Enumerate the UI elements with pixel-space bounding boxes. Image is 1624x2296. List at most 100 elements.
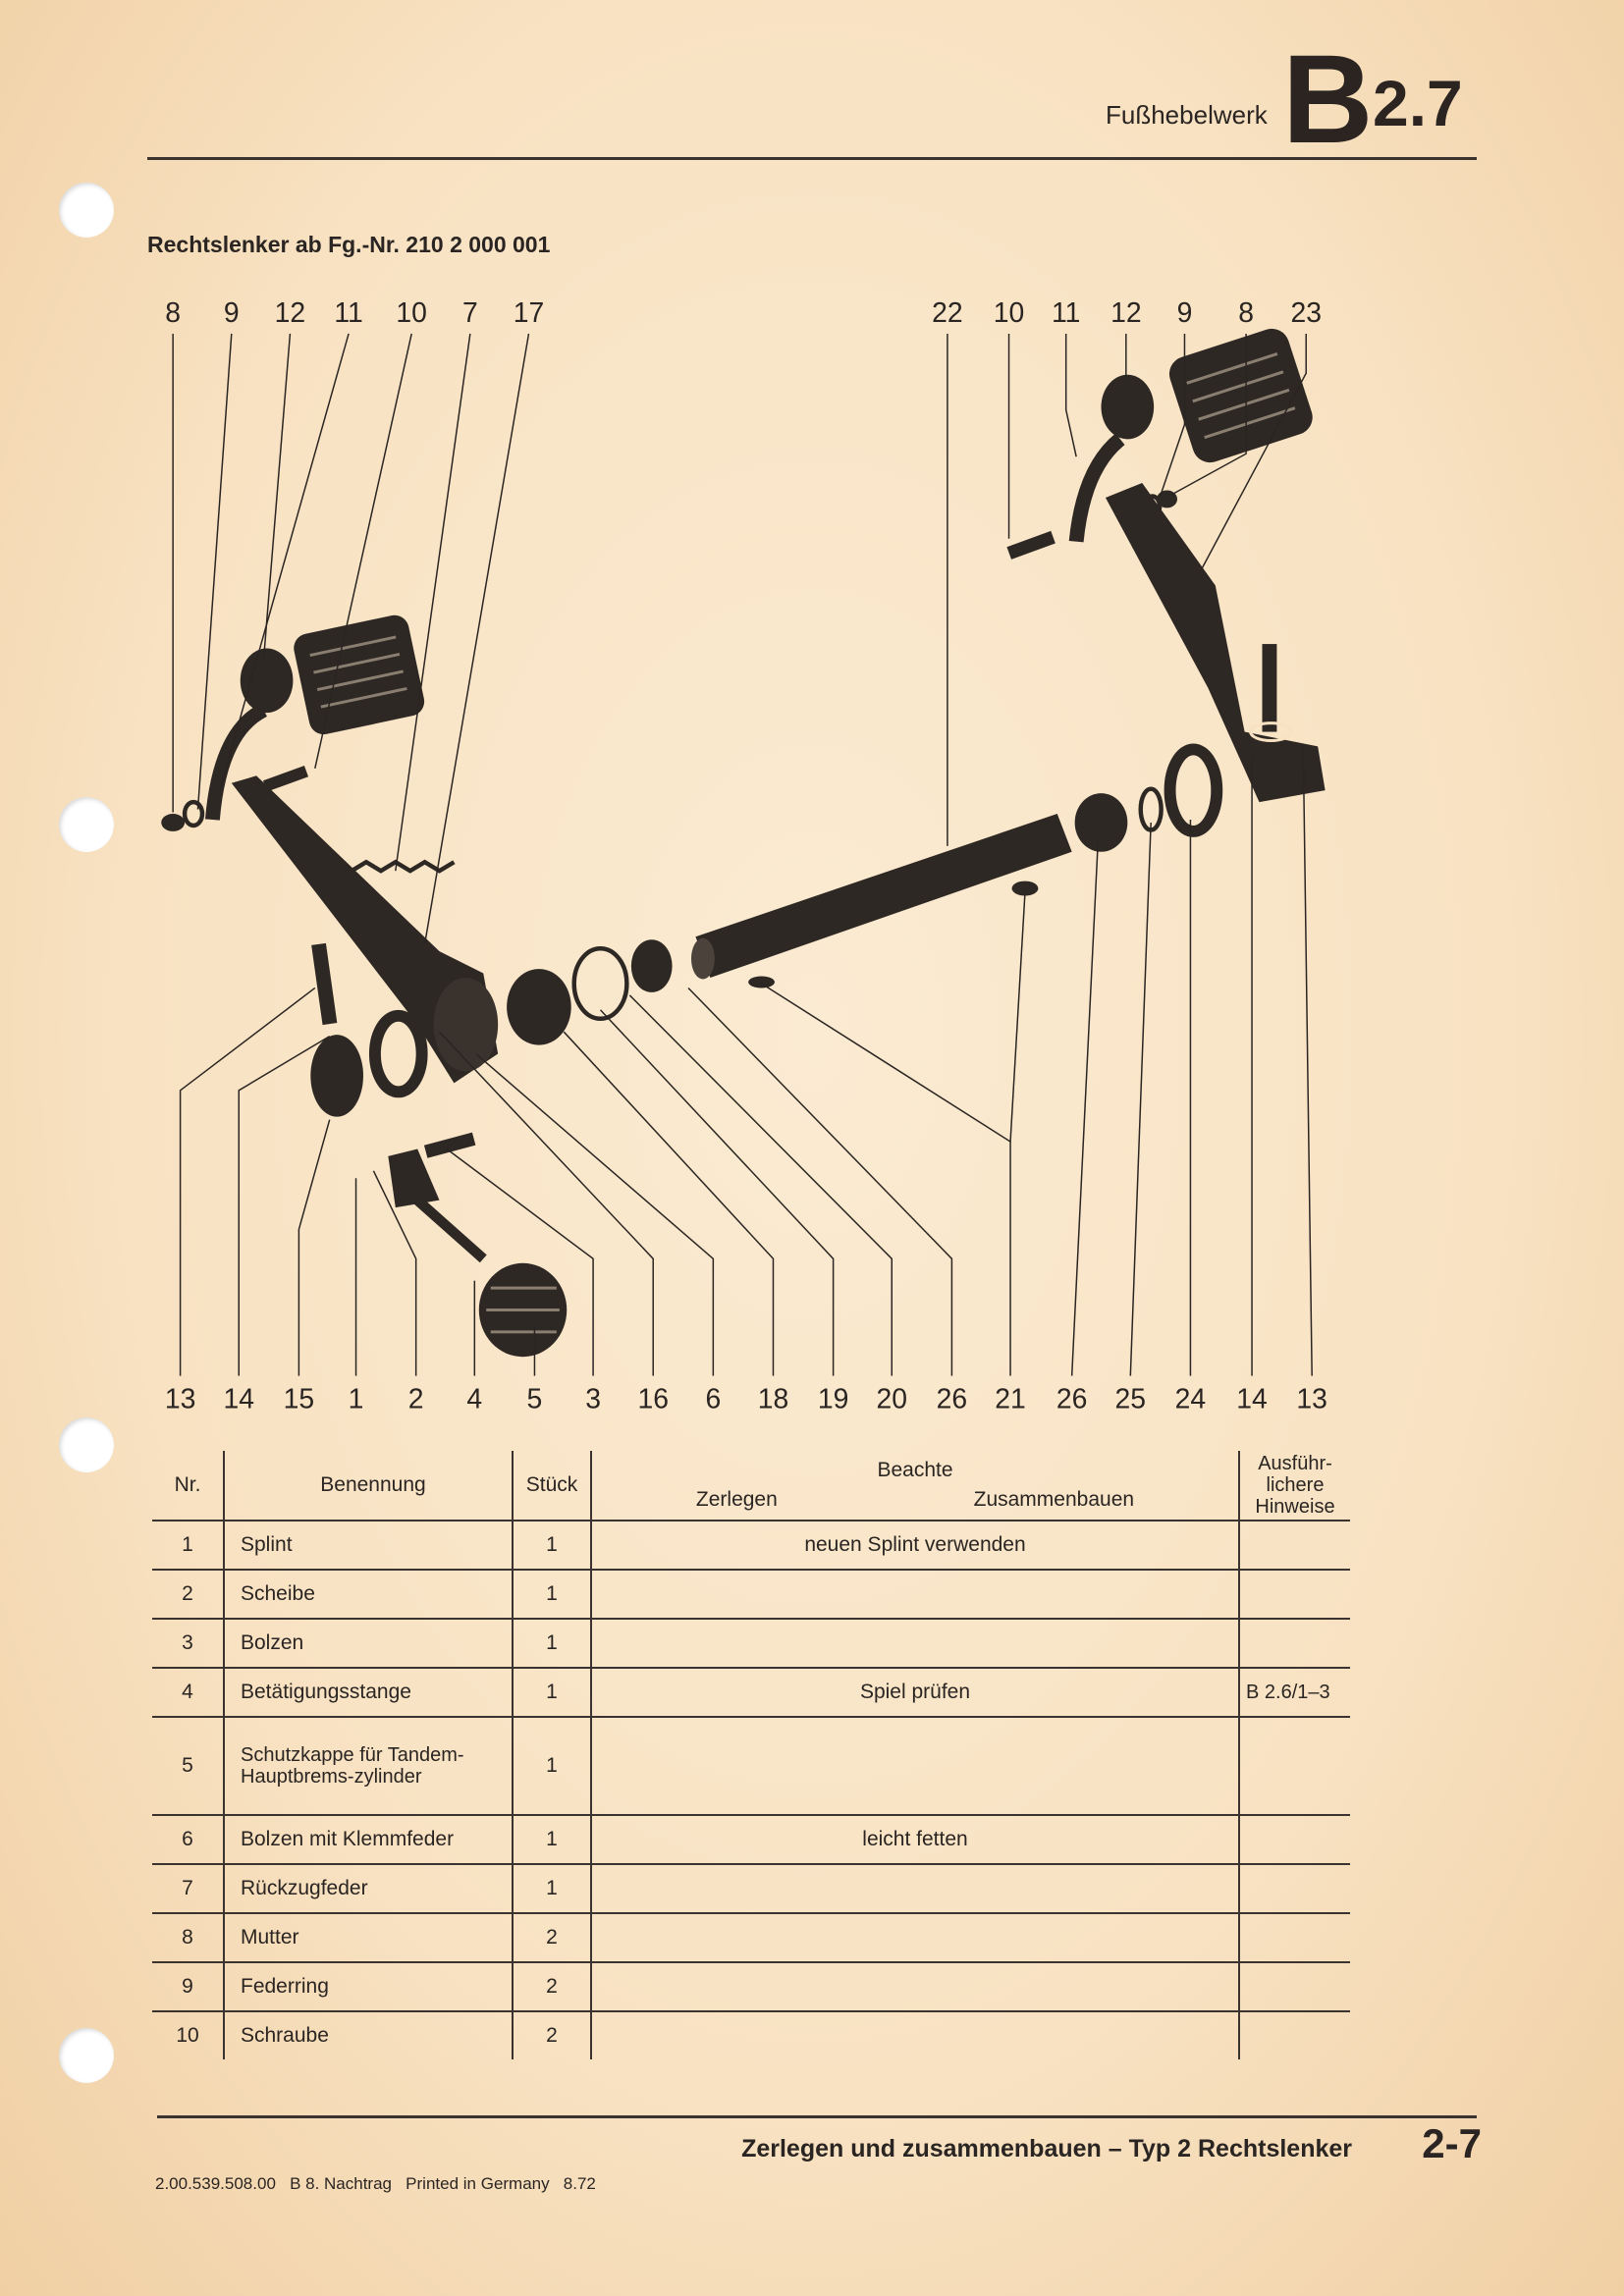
callout-line xyxy=(438,1031,654,1376)
header-assemble: Zusammenbauen xyxy=(973,1488,1135,1511)
cell-ref xyxy=(1239,1815,1350,1865)
callout-line xyxy=(314,333,412,769)
callout-label: 12 xyxy=(1110,297,1142,329)
header-note: Beachte Zerlegen Zusammenbauen xyxy=(591,1451,1240,1522)
callout-line xyxy=(1064,333,1077,457)
cell-note xyxy=(591,1962,1240,2012)
punch-hole xyxy=(59,797,114,852)
callout-label: 11 xyxy=(1052,297,1080,329)
callout-label: 26 xyxy=(937,1383,968,1415)
cell-ref xyxy=(1239,1962,1350,2012)
left-pedal-pad xyxy=(294,614,425,735)
callout-label: 17 xyxy=(514,297,545,329)
callout-label: 13 xyxy=(165,1383,196,1415)
section-letter: B xyxy=(1282,29,1374,170)
callout-label: 5 xyxy=(527,1383,543,1415)
callout-label: 24 xyxy=(1175,1383,1207,1415)
cell-ref xyxy=(1239,1570,1350,1620)
header-ref: Ausführ- lichere Hinweise xyxy=(1239,1451,1350,1522)
callout-label: 25 xyxy=(1115,1383,1147,1415)
callout-line xyxy=(563,1031,775,1376)
footer-rule xyxy=(157,2115,1477,2118)
cell-ref: B 2.6/1–3 xyxy=(1239,1668,1350,1718)
cell-qty: 1 xyxy=(513,1668,592,1718)
callout-label: 10 xyxy=(994,297,1025,329)
callout-line xyxy=(446,1148,594,1376)
cell-name: Rückzugfeder xyxy=(224,1864,514,1914)
callout-line xyxy=(196,333,233,810)
callout-label: 6 xyxy=(705,1383,721,1415)
callout-line xyxy=(298,1119,331,1376)
cell-ref xyxy=(1239,1521,1350,1571)
cell-note xyxy=(591,1864,1240,1914)
cell-name: Schutzkappe für Tandem-Hauptbrems-zylind… xyxy=(224,1717,514,1816)
cell-qty: 1 xyxy=(513,1717,592,1816)
callout-label: 4 xyxy=(466,1383,482,1415)
callout-label: 10 xyxy=(396,297,427,329)
cell-nr: 5 xyxy=(152,1717,225,1816)
cell-qty: 2 xyxy=(513,1913,592,1963)
callout-line xyxy=(423,333,530,944)
callout-line xyxy=(687,987,953,1376)
header-beachte: Beachte xyxy=(877,1459,953,1481)
callout-label: 12 xyxy=(275,297,306,329)
callout-label: 2 xyxy=(408,1383,424,1415)
callout-lines xyxy=(172,333,1313,1376)
callout-line xyxy=(238,1036,331,1376)
cell-name: Betätigungsstange xyxy=(224,1668,514,1718)
callout-line xyxy=(262,333,292,660)
cell-nr: 7 xyxy=(152,1864,225,1914)
callout-line xyxy=(761,983,1011,1376)
cell-ref xyxy=(1239,1913,1350,1963)
callout-label: 20 xyxy=(877,1383,908,1415)
cell-ref xyxy=(1239,1864,1350,1914)
cell-qty: 2 xyxy=(513,2011,592,2059)
page-number: 2-7 xyxy=(1422,2120,1482,2166)
callout-line xyxy=(372,1170,417,1376)
cell-nr: 6 xyxy=(152,1815,225,1865)
cell-nr: 1 xyxy=(152,1521,225,1571)
callout-label: 23 xyxy=(1290,297,1322,329)
cell-name: Mutter xyxy=(224,1913,514,1963)
header-disassemble: Zerlegen xyxy=(695,1488,778,1511)
punch-hole xyxy=(59,2028,114,2083)
cell-note: neuen Splint verwenden xyxy=(591,1521,1240,1571)
callout-label: 18 xyxy=(758,1383,789,1415)
cell-qty: 1 xyxy=(513,1864,592,1914)
callout-line xyxy=(628,994,893,1376)
callout-label: 3 xyxy=(585,1383,601,1415)
callout-label: 19 xyxy=(818,1383,849,1415)
footer-code: 2.00.539.508.00 B 8. Nachtrag Printed in… xyxy=(155,2174,596,2193)
callout-label: 7 xyxy=(462,297,478,329)
callout-label: 14 xyxy=(1236,1383,1268,1415)
cell-qty: 1 xyxy=(513,1619,592,1669)
cell-note: Spiel prüfen xyxy=(591,1668,1240,1718)
punch-hole xyxy=(59,1417,114,1472)
callout-label: 11 xyxy=(334,297,362,329)
cell-qty: 1 xyxy=(513,1815,592,1865)
callout-line xyxy=(1302,743,1313,1376)
cell-note xyxy=(591,2011,1240,2059)
callout-label: 13 xyxy=(1296,1383,1327,1415)
callout-label: 15 xyxy=(284,1383,315,1415)
cell-nr: 2 xyxy=(152,1570,225,1620)
header-qty: Stück xyxy=(513,1451,592,1522)
header-nr: Nr. xyxy=(152,1451,225,1522)
callout-line xyxy=(1009,892,1026,1143)
callout-label: 16 xyxy=(637,1383,669,1415)
callout-line xyxy=(1129,822,1152,1376)
cell-qty: 1 xyxy=(513,1521,592,1571)
callout-line xyxy=(599,1009,835,1376)
callout-line xyxy=(219,333,350,791)
callout-line xyxy=(1070,836,1100,1376)
callout-line xyxy=(1200,333,1307,571)
cell-note xyxy=(591,1619,1240,1669)
